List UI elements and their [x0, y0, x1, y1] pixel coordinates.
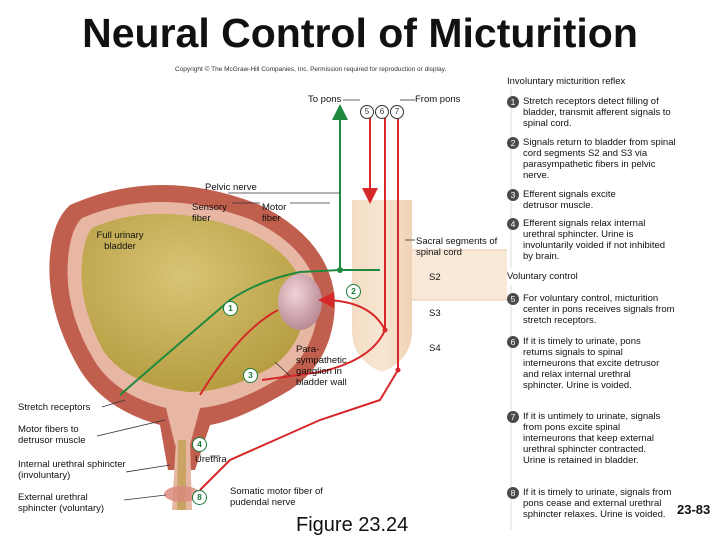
somatic-fiber-label: Somatic motor fiber of pudendal nerve — [230, 486, 323, 508]
step-7-number: 7 — [507, 411, 519, 423]
step-5-text: For voluntary control, micturition cente… — [523, 293, 675, 326]
marker-4: 4 — [192, 437, 207, 452]
step-3-text: Efferent signals excite detrusor muscle. — [523, 189, 616, 211]
sacral-segments-label: Sacral segments of spinal cord — [416, 236, 498, 258]
step-7-text: If it is untimely to urinate, signals fr… — [523, 411, 661, 466]
s2-label: S2 — [429, 272, 441, 283]
motor-fibers-detrusor-label: Motor fibers to detrusor muscle — [18, 424, 86, 446]
to-pons-label: To pons — [308, 94, 342, 105]
step-2-text: Signals return to bladder from spinal co… — [523, 137, 676, 181]
external-sphincter-label: External urethral sphincter (voluntary) — [18, 492, 105, 514]
page-title: Neural Control of Micturition — [82, 10, 638, 56]
voluntary-header: Voluntary control — [507, 271, 578, 282]
step-6-text: If it is timely to urinate, pons returns… — [523, 336, 660, 391]
urethra-label: Urethra — [195, 454, 227, 465]
marker-6: 6 — [375, 105, 389, 119]
urine — [81, 213, 305, 392]
marker-7: 7 — [390, 105, 404, 119]
step-1-text: Stretch receptors detect filling of blad… — [523, 96, 671, 129]
motor-fiber-label: Motor fiber — [262, 202, 287, 224]
stretch-receptors-label: Stretch receptors — [18, 402, 91, 413]
marker-2: 2 — [346, 284, 361, 299]
ganglion-label: Para- sympathetic ganglion in bladder wa… — [296, 344, 347, 388]
marker-1: 1 — [223, 301, 238, 316]
s4-label: S4 — [429, 343, 441, 354]
pelvic-nerve-label: Pelvic nerve — [205, 182, 257, 193]
marker-3: 3 — [243, 368, 258, 383]
step-5-number: 5 — [507, 293, 519, 305]
step-2-number: 2 — [507, 137, 519, 149]
step-4-number: 4 — [507, 218, 519, 230]
pudendal-nerve-line — [199, 369, 399, 491]
figure-caption: Figure 23.24 — [296, 514, 409, 536]
marker-8: 8 — [192, 490, 207, 505]
step-8-number: 8 — [507, 487, 519, 499]
sensory-fiber-label: Sensory fiber — [192, 202, 227, 224]
step-6-number: 6 — [507, 336, 519, 348]
from-pons-label: From pons — [415, 94, 461, 105]
step-4-text: Efferent signals relax internal urethral… — [523, 218, 666, 262]
step-1-number: 1 — [507, 96, 519, 108]
page-number: 23-83 — [677, 502, 711, 517]
internal-sphincter-label: Internal urethral sphincter (involuntary… — [18, 459, 126, 481]
s3-label: S3 — [429, 308, 441, 319]
step-3-number: 3 — [507, 189, 519, 201]
copyright-notice: Copyright © The McGraw-Hill Companies, I… — [175, 66, 447, 73]
involuntary-header: Involuntary micturition reflex — [507, 76, 626, 87]
full-bladder-label: Full urinary bladder — [96, 230, 144, 252]
spinal-cord — [352, 255, 412, 372]
marker-5: 5 — [360, 105, 374, 119]
step-8-text: If it is timely to urinate, signals from… — [523, 487, 672, 520]
parasympathetic-ganglion — [278, 274, 322, 330]
